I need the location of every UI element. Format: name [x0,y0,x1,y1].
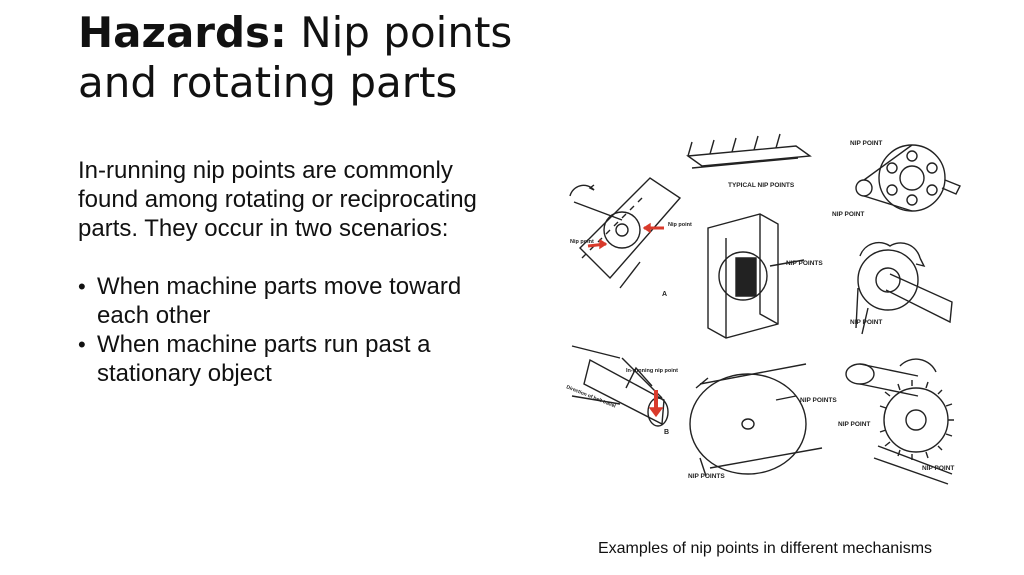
label-nip-point-rack-left: Nip point [570,239,594,245]
label-nip-point-top: NIP POINT [850,140,882,147]
slide-body: In-running nip points are commonly found… [78,156,498,388]
pulley-belt-drawing: NIP POINT NIP POINT [832,140,961,218]
bullet-list: When machine parts move toward each othe… [78,272,498,388]
label-nip-point-pulley: NIP POINT [832,211,864,218]
label-in-running-nip-point: In-running nip point [626,368,678,374]
chain-conveyor-drawing: TYPICAL NIP POINTS [686,133,812,189]
chain-sprocket-drawing: NIP POINT [850,241,953,335]
rack-pinion-drawing: Nip point Nip point A [569,177,692,298]
label-nip-point-gear-bottom: NIP POINT [922,465,954,472]
label-nip-point-gear: NIP POINT [838,421,870,428]
bullet-item: When machine parts move toward each othe… [78,272,498,330]
intro-paragraph: In-running nip points are commonly found… [78,157,477,242]
spur-gears-drawing: NIP POINT NIP POINT [838,358,954,485]
label-nip-points-disk-bottom: NIP POINTS [688,473,725,480]
label-typical-nip-points: TYPICAL NIP POINTS [728,182,795,189]
nip-points-illustration: TYPICAL NIP POINTS NIP POINT NIP POINT N… [565,133,961,485]
label-nip-points-disk-right: NIP POINTS [800,397,837,404]
title-bold: Hazards: [78,8,287,57]
cam-housing-drawing: NIP POINTS [707,213,823,339]
bullet-item: When machine parts run past a stationary… [78,330,498,388]
slide-title: Hazards: Nip points and rotating parts [78,8,518,108]
label-b: B [664,429,669,436]
label-a: A [662,291,667,298]
figure-caption: Examples of nip points in different mech… [597,540,933,557]
belt-drum-drawing: In-running nip point Direction of belt t… [565,345,678,436]
title-rest: Nip points and rotating parts [78,8,513,107]
label-nip-point-rack-right: Nip point [668,222,692,228]
disk-blade-drawing: NIP POINTS NIP POINTS [688,363,837,480]
label-nip-point-chain: NIP POINT [850,319,882,326]
label-nip-points-cam: NIP POINTS [786,260,823,267]
